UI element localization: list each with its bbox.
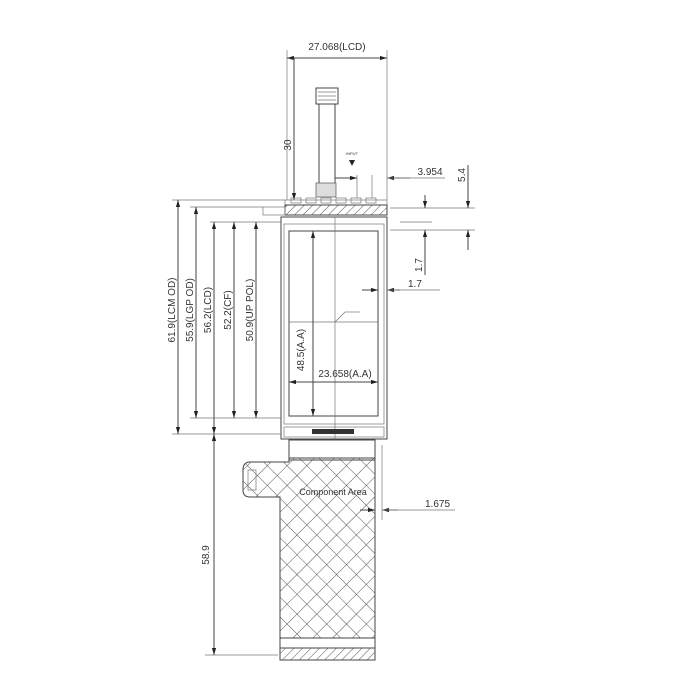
aa-height-dimension: 48.5(A.A)	[296, 231, 316, 416]
input-note: INPUT	[346, 151, 359, 166]
fpc-offset-label: 3.954	[417, 167, 442, 178]
lcd-width-label: 27.068(LCD)	[308, 42, 365, 53]
cf-label: 52.2(CF)	[223, 290, 234, 329]
up-pol-label: 50.9(UP POL)	[245, 279, 256, 342]
active-area	[288, 230, 379, 417]
top-border-label: 1.7	[414, 258, 425, 272]
fpc-total-label: 58.9	[201, 545, 212, 565]
fpc-board: Component Area	[242, 439, 376, 661]
panel-top-edge	[262, 197, 388, 216]
top-gap-label: 5.4	[457, 168, 468, 182]
aa-width-dimension: 23.658(A.A)	[289, 369, 378, 385]
fpc-tail	[315, 87, 339, 198]
left-dimensions: 61.9(LCM OD) 55.9(LGP OD) 56.2(LCD) 52.2…	[167, 199, 285, 435]
fpc-side-dimension: 1.675	[360, 445, 455, 520]
fpc-length-dimension: 30	[283, 58, 297, 200]
side-border-dimension: 1.7	[362, 279, 440, 293]
aa-height-label: 48.5(A.A)	[296, 329, 307, 371]
fpc-total-dimension: 58.9	[201, 434, 278, 656]
aa-width-label: 23.658(A.A)	[318, 369, 371, 380]
side-border-label: 1.7	[408, 279, 422, 290]
fpc-length-label: 30	[283, 139, 294, 151]
lcd-height-label: 56.2(LCD)	[203, 287, 214, 333]
lcd-width-dimension: 27.068(LCD)	[286, 42, 388, 200]
top-border-dimension: 1.7	[400, 195, 432, 275]
bottom-connector	[312, 429, 354, 434]
lgp-od-label: 55.9(LGP OD)	[185, 278, 196, 342]
top-gap-dimension: 5.4	[390, 165, 475, 250]
component-area-label: Component Area	[299, 487, 367, 497]
fpc-offset-dimension: 3.954	[335, 167, 445, 198]
lcd-panel	[280, 216, 388, 440]
fpc-side-label: 1.675	[425, 499, 450, 510]
glue-blob	[315, 182, 337, 198]
arrow-down-icon	[349, 160, 355, 166]
input-note-label: INPUT	[346, 151, 359, 156]
lcm-od-label: 61.9(LCM OD)	[167, 277, 178, 342]
